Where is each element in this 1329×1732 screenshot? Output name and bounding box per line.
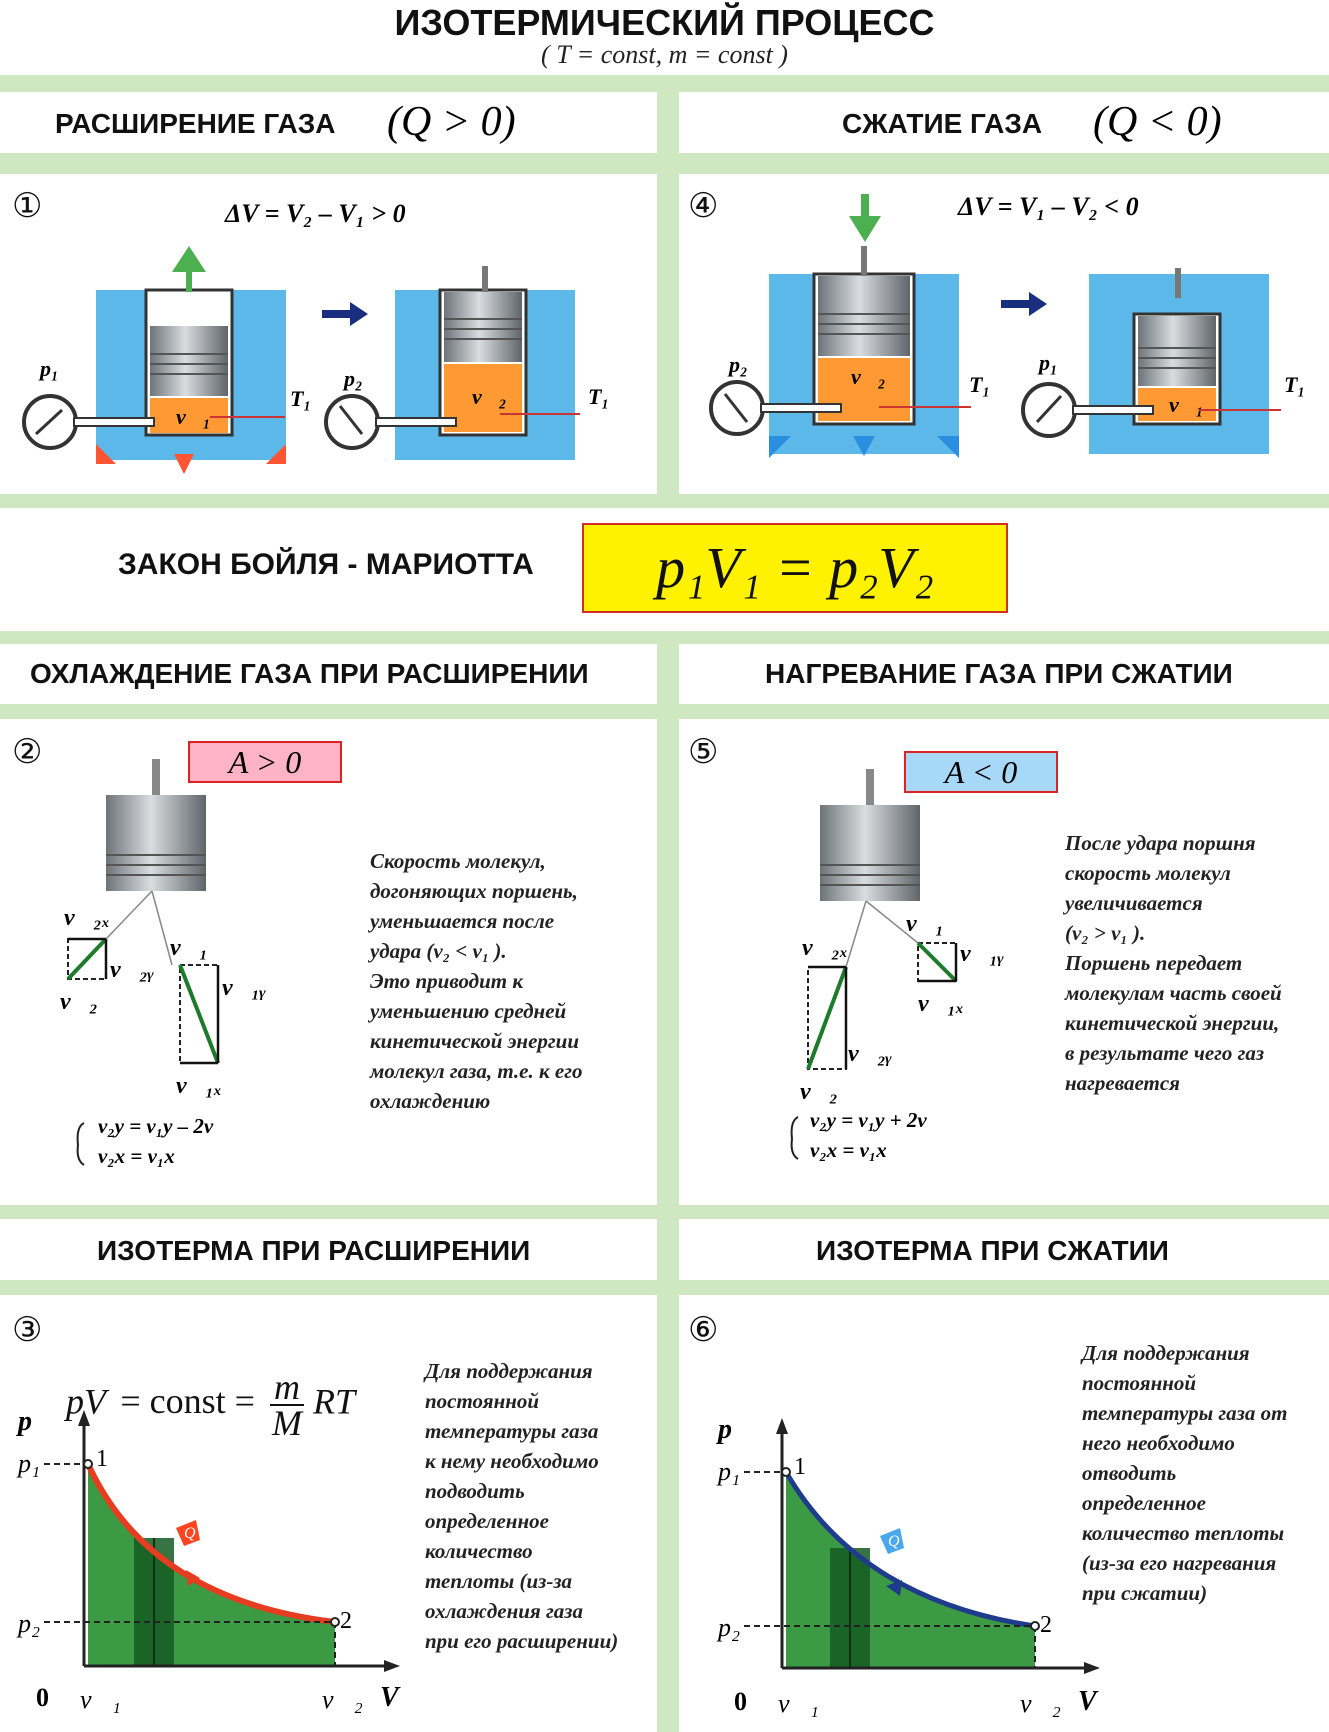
band-2 bbox=[0, 494, 1329, 508]
isotherm-compression-graph: Q p p₁ p₂ 1 2 0 v⃗₁ v⃗₂ V bbox=[716, 1414, 1100, 1718]
graph-formula-fraction: m M bbox=[269, 1369, 304, 1443]
pt1-6: 1 bbox=[794, 1454, 806, 1480]
law-formula: p₁V₁ = p₂V₂ bbox=[656, 535, 934, 600]
v2-label-c: v⃗₂ bbox=[851, 364, 886, 389]
v-axis-6: V bbox=[1078, 1686, 1099, 1717]
p1-label-d: p₁ bbox=[1037, 350, 1058, 375]
step-3-number: ③ bbox=[12, 1310, 43, 1350]
cooling-title: ОХЛАЖДЕНИЕ ГАЗА ПРИ РАСШИРЕНИИ bbox=[30, 658, 589, 689]
cooling-eq1: v₂y = v₁y – 2v bbox=[98, 1114, 214, 1138]
v1y-label-h: v⃗₁ᵧ bbox=[960, 941, 1004, 967]
step-4-formula: ΔV = V₁ – V₂ < 0 bbox=[958, 192, 1139, 221]
cooling-eq2: v₂x = v₁x bbox=[98, 1144, 175, 1168]
v1-label-a: v⃗₁ bbox=[176, 404, 211, 429]
cooling-vector-diagram: v⃗₂ₓ v⃗₂ᵧ v⃗₂ v⃗₁ v⃗₁ᵧ v⃗₁ₓ v₂y = v₁y – … bbox=[60, 759, 266, 1168]
pt2-6: 2 bbox=[1040, 1612, 1052, 1638]
work-positive-box: A > 0 bbox=[188, 741, 342, 783]
compression-q: (Q < 0) bbox=[1093, 99, 1222, 145]
v-axis-3: V bbox=[380, 1682, 401, 1713]
heating-eq1: v₂y = v₁y + 2v bbox=[810, 1108, 927, 1132]
v2-label: v⃗₂ bbox=[60, 989, 98, 1015]
isotherm-compression-title: ИЗОТЕРМА ПРИ СЖАТИИ bbox=[816, 1235, 1169, 1266]
graph-formula-num: m bbox=[269, 1369, 304, 1406]
step-1-formula: ΔV = V₂ – V₁ > 0 bbox=[225, 199, 406, 228]
graph-formula: pV = const = m M RT bbox=[66, 1369, 355, 1443]
compression-title: СЖАТИЕ ГАЗА bbox=[842, 108, 1043, 139]
pt2-3: 2 bbox=[340, 1608, 352, 1634]
p1-axis-6: p₁ bbox=[716, 1457, 740, 1486]
graph-formula-den: M bbox=[271, 1403, 302, 1443]
heating-vector-diagram: v⃗₁ v⃗₁ᵧ v⃗₁ₓ v⃗₂ₓ v⃗₂ᵧ v⃗₂ v₂y = v₁y + … bbox=[790, 769, 1004, 1162]
law-formula-box: p₁V₁ = p₂V₂ bbox=[582, 523, 1008, 613]
v1y-label: v⃗₁ᵧ bbox=[222, 975, 266, 1001]
t1-label-a: T₁ bbox=[290, 386, 311, 411]
heating-eq2: v₂x = v₁x bbox=[810, 1138, 887, 1162]
v1x-label-h: v⃗₁ₓ bbox=[918, 991, 964, 1017]
p-axis-3: p bbox=[16, 1410, 32, 1437]
step-1-number: ① bbox=[12, 186, 43, 226]
expansion-title: РАСШИРЕНИЕ ГАЗА bbox=[55, 108, 336, 139]
zero-3: 0 bbox=[36, 1683, 49, 1712]
v2x-label: v⃗₂ₓ bbox=[64, 905, 110, 931]
v2-axis-6: v⃗₂ bbox=[1020, 1689, 1061, 1718]
work-negative-box: A < 0 bbox=[904, 751, 1058, 793]
v2-label-h: v⃗₂ bbox=[800, 1079, 838, 1105]
p1-axis-3: p₁ bbox=[16, 1449, 40, 1478]
work-negative: A < 0 bbox=[944, 754, 1018, 790]
isotherm-expansion-title: ИЗОТЕРМА ПРИ РАСШИРЕНИИ bbox=[97, 1235, 531, 1266]
t1-label-c: T₁ bbox=[969, 372, 990, 397]
v2-label-b: v⃗₂ bbox=[472, 384, 507, 409]
p2-label-c: p₂ bbox=[727, 352, 748, 377]
p2-label-b: p₂ bbox=[342, 366, 363, 391]
page-subtitle: ( T = const, m = const ) bbox=[541, 40, 788, 69]
v1-label: v⃗₁ bbox=[170, 935, 208, 961]
v2y-label-h: v⃗₂ᵧ bbox=[848, 1041, 892, 1067]
v1-label-d: v⃗₁ bbox=[1169, 392, 1204, 417]
pt1-3: 1 bbox=[96, 1446, 108, 1472]
band-top bbox=[0, 75, 1329, 92]
p1-label-a: p₁ bbox=[38, 356, 59, 381]
zero-6: 0 bbox=[734, 1687, 747, 1716]
band-3 bbox=[0, 631, 1329, 644]
v1-axis-3: v⃗₁ bbox=[80, 1685, 121, 1714]
isotherm-expansion-description: Для поддержания постоянной температуры г… bbox=[425, 1359, 619, 1653]
heating-description: После удара поршня скорость молекул увел… bbox=[1065, 831, 1282, 1095]
divider-upper bbox=[657, 92, 679, 494]
step-5-number: ⑤ bbox=[688, 732, 719, 772]
t1-label-d: T₁ bbox=[1284, 372, 1305, 397]
q-label-6: Q bbox=[888, 1533, 900, 1550]
divider-lower bbox=[657, 644, 679, 1732]
isotherm-expansion-graph: Q p p₁ p₂ 1 2 0 v⃗₁ v⃗₂ V bbox=[16, 1410, 401, 1714]
law-title: ЗАКОН БОЙЛЯ - МАРИОТТА bbox=[118, 548, 534, 581]
isotherm-compression-description: Для поддержания постоянной температуры г… bbox=[1082, 1341, 1288, 1605]
graph-formula-rt: RT bbox=[312, 1381, 355, 1422]
p-axis-6: p bbox=[716, 1414, 732, 1445]
v2y-label: v⃗₂ᵧ bbox=[110, 957, 154, 983]
v1x-label: v⃗₁ₓ bbox=[176, 1073, 222, 1099]
p2-axis-3: p₂ bbox=[16, 1609, 40, 1638]
heating-title: НАГРЕВАНИЕ ГАЗА ПРИ СЖАТИИ bbox=[765, 658, 1233, 689]
v1-label-h: v⃗₁ bbox=[906, 911, 944, 937]
step-4-number: ④ bbox=[688, 186, 719, 226]
q-label-3: Q bbox=[184, 1525, 196, 1542]
graph-formula-eq: = const = bbox=[120, 1381, 255, 1422]
step-6-number: ⑥ bbox=[688, 1310, 719, 1350]
expansion-q: (Q > 0) bbox=[387, 99, 516, 145]
v1-axis-6: v⃗₁ bbox=[778, 1689, 819, 1718]
page-title: ИЗОТЕРМИЧЕСКИЙ ПРОЦЕСС bbox=[394, 2, 935, 43]
v2-axis-3: v⃗₂ bbox=[322, 1685, 363, 1714]
compression-diagram: v⃗₂ T₁ p₂ v⃗₁ T₁ p₁ bbox=[709, 194, 1305, 458]
work-positive: A > 0 bbox=[228, 744, 302, 780]
p2-axis-6: p₂ bbox=[716, 1613, 740, 1642]
cooling-description: Скорость молекул, догоняющих поршень, ум… bbox=[370, 849, 583, 1113]
v2x-label-h: v⃗₂ₓ bbox=[802, 935, 848, 961]
expansion-diagram: v⃗₁ T₁ p₁ v⃗₂ T₁ p₂ bbox=[22, 246, 609, 474]
t1-label-b: T₁ bbox=[588, 384, 609, 409]
step-2-number: ② bbox=[12, 732, 43, 772]
